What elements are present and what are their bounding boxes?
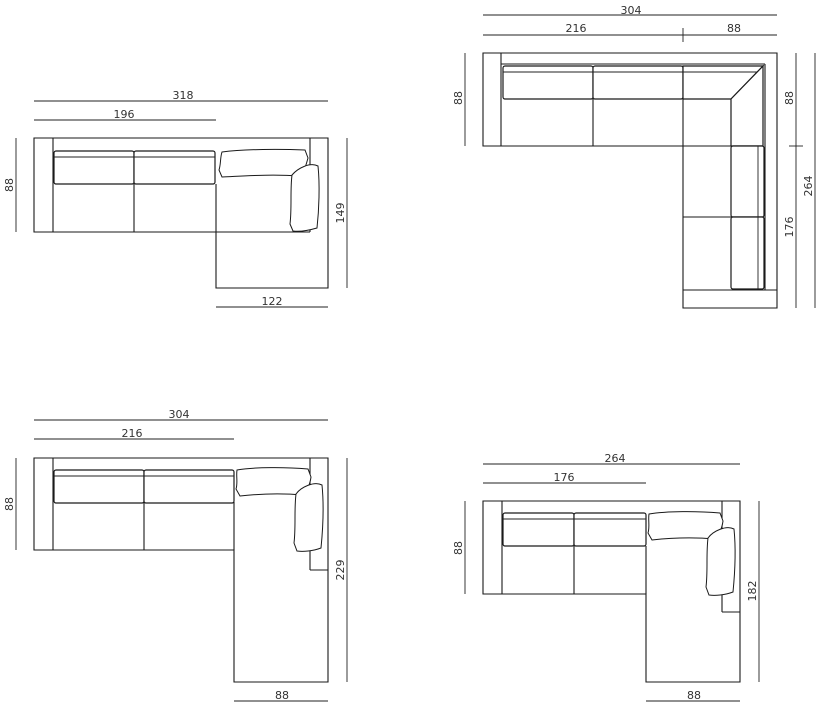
sofa-2-back-cushion	[592, 65, 684, 100]
sofa-2-back-cushion	[730, 216, 765, 290]
sofa-3-back-cushion	[53, 469, 145, 504]
sofa-3-seat-width-label: 216	[122, 427, 143, 440]
sofa-1-depth-label: 88	[3, 178, 16, 192]
sofa-4-chaise-sofa: 264 176 88 182 88	[452, 452, 760, 702]
sofa-2-left-depth-label: 88	[452, 91, 465, 105]
sofa-1-chaise-sofa: 318 196 88 149 122	[3, 89, 348, 308]
sofa-1-back-cushion	[53, 150, 135, 185]
sofa-1-chaise-length-label: 149	[334, 203, 347, 224]
sofa-3-depth-label: 88	[3, 497, 16, 511]
sofa-3-outline	[33, 457, 329, 683]
sofa-1-throw-pillow	[289, 164, 320, 232]
sofa-3-chaise-length-label: 229	[334, 560, 347, 581]
sofa-4-chaise-length-label: 182	[746, 581, 759, 602]
sofa-4-outline	[482, 500, 741, 683]
sofa-1-total-width-label: 318	[173, 89, 194, 102]
sofa-2-corner-width-label: 88	[727, 22, 741, 35]
sofa-4-depth-label: 88	[452, 541, 465, 555]
sofa-2-back-cushion	[502, 65, 594, 100]
sofa-2-right-depth-label: 88	[783, 91, 796, 105]
sofa-4-seat-width-label: 176	[554, 471, 575, 484]
sofa-2-total-length-label: 264	[802, 176, 815, 197]
sofa-1-seat-width-label: 196	[114, 108, 135, 121]
sofa-2-return-length-label: 176	[783, 217, 796, 238]
sofa-1-outline	[33, 137, 329, 289]
sofa-4-chaise-width-label: 88	[687, 689, 701, 702]
sofa-2-seat-width-label: 216	[566, 22, 587, 35]
sofa-4-back-cushion	[573, 512, 647, 547]
sofa-3-back-cushion	[143, 469, 235, 504]
sofa-3-total-width-label: 304	[169, 408, 190, 421]
sofa-3-chaise-sofa: 304 216 88 229 88	[3, 408, 348, 702]
sofa-1-back-cushion	[133, 150, 216, 185]
sofa-2-outline	[482, 52, 778, 309]
sofa-3-chaise-width-label: 88	[275, 689, 289, 702]
sofa-2-total-width-label: 304	[621, 4, 642, 17]
sofa-2-corner-sofa: 304 216 88 88 88 176 264	[452, 4, 816, 309]
sofa-2-back-cushion	[730, 145, 765, 218]
sofa-1-chaise-width-label: 122	[262, 295, 283, 308]
sofa-4-back-cushion	[502, 512, 575, 547]
sofa-4-throw-pillow	[705, 527, 736, 596]
sofa-4-total-width-label: 264	[605, 452, 626, 465]
sofa-3-throw-pillow	[293, 483, 324, 552]
